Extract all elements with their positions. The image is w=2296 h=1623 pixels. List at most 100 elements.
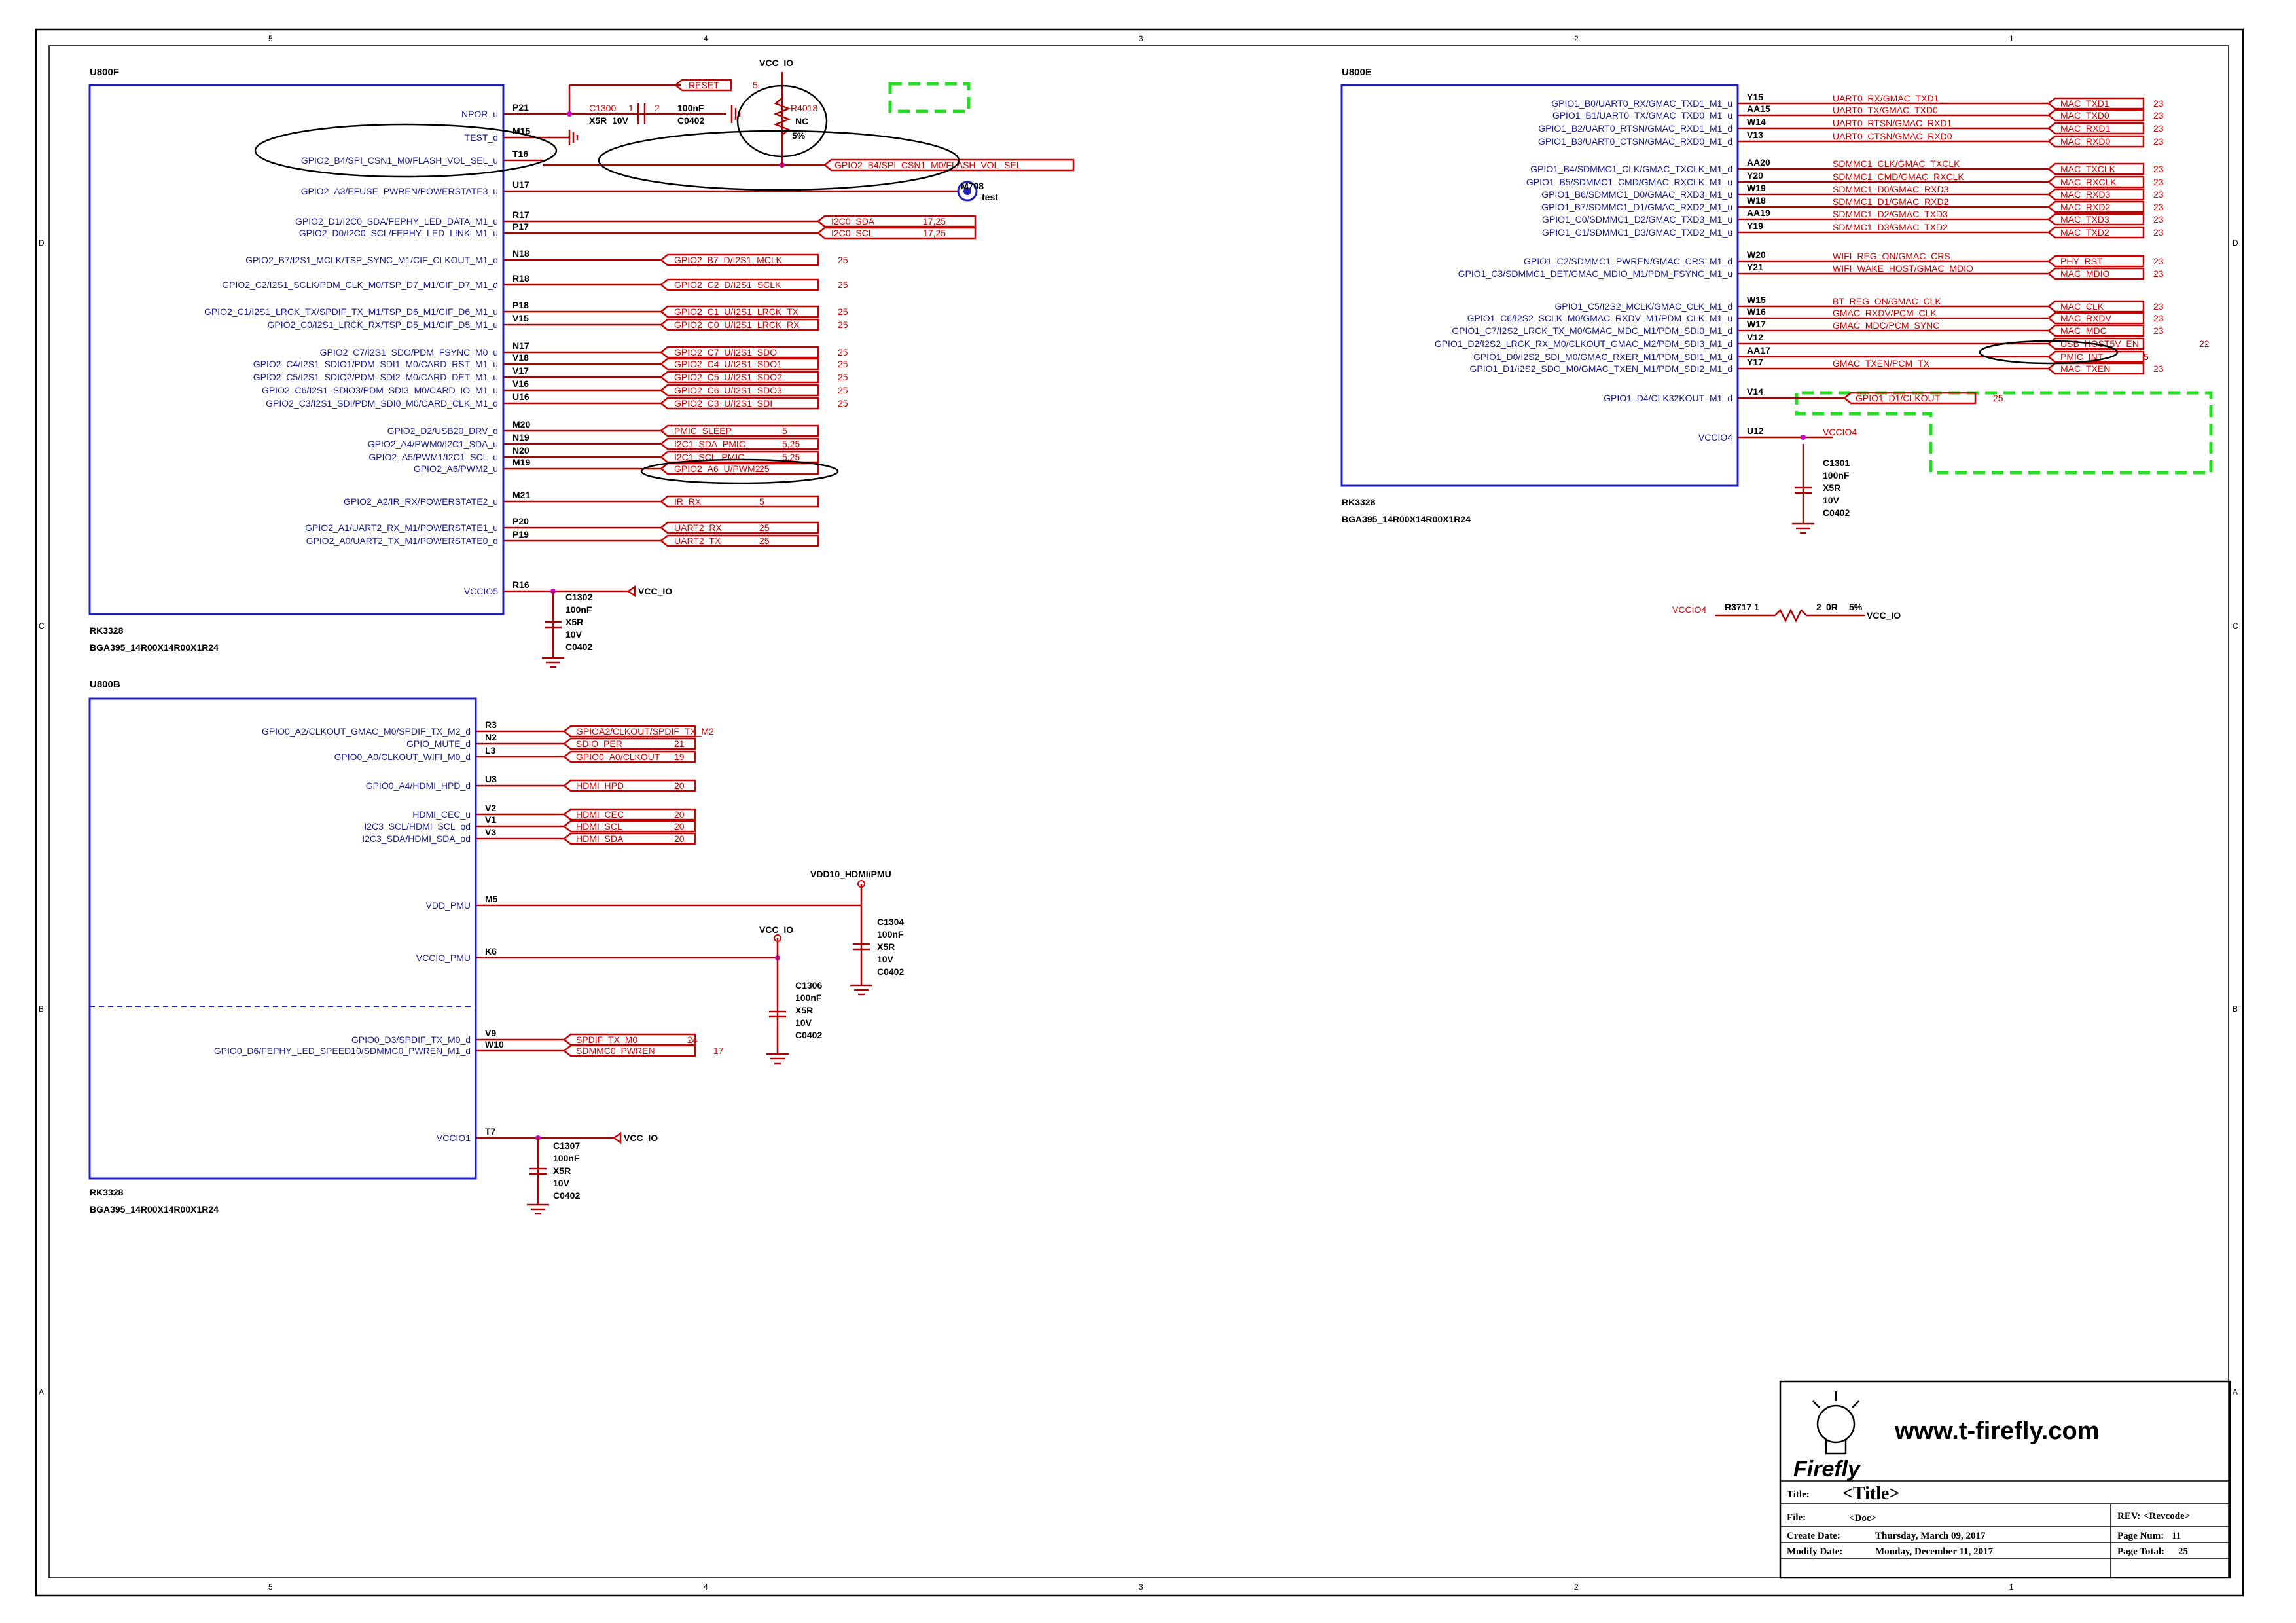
net-flag-icon [562, 832, 696, 845]
rev-value: <Revcode> [2144, 1511, 2190, 1522]
zone-row-label: D [39, 238, 45, 247]
pin-name: GPIO1_C3/SDMMC1_DET/GMAC_MDIO_M1/PDM_FSY… [1458, 268, 1732, 279]
pin-name: VCCIO4 [1698, 432, 1732, 443]
title-label: Title: [1787, 1489, 1810, 1500]
pin-row: GPIO2_C6/I2S1_SDIO3/PDM_SDI3_M0/CARD_IO_… [262, 378, 848, 397]
net-flag-icon [659, 357, 819, 371]
pin-number: U17 [512, 179, 529, 190]
zone-row-label: A [2233, 1387, 2238, 1396]
net-flag-label: PHY_RST [2060, 256, 2103, 266]
pin-number: V12 [1747, 332, 1763, 342]
net-flag-label: MAC_TXD1 [2060, 98, 2109, 109]
pin-name: GPIO2_A3/EFUSE_PWREN/POWERSTATE3_u [301, 186, 498, 196]
pin-name: GPIO1_B7/SDMMC1_D1/GMAC_RXD2_M1_u [1541, 202, 1732, 212]
net-flag-icon [816, 227, 977, 240]
firefly-logo: Firefly [1793, 1391, 1861, 1482]
page-total-label: Page Total: [2117, 1546, 2164, 1557]
net-page-ref: 17 [713, 1046, 724, 1056]
c1302-ref: C1302 [565, 592, 592, 602]
pin-number: N17 [512, 340, 529, 351]
net-flag-icon [659, 384, 819, 397]
net-flag-icon [2047, 267, 2145, 280]
r4018-rail: VCC_IO [759, 58, 793, 68]
annotation-ellipse-test-pin [254, 123, 558, 178]
r4018-value: NC [795, 116, 808, 126]
u800e-body [1340, 84, 1739, 487]
net-label: UART2_RX [674, 522, 723, 533]
pin-number: U16 [512, 392, 529, 402]
zone-col-label: 4 [704, 1582, 708, 1592]
c1302-package: C0402 [565, 642, 592, 652]
net-flag-label: MAC_TXD3 [2060, 214, 2109, 225]
net-label: SPDIF_TX_M0 [576, 1034, 637, 1045]
page-total: 25 [2178, 1546, 2188, 1557]
r3717-pin1: 1 [1754, 602, 1759, 612]
net-label: GPIO2_C2_D/I2S1_SCLK [674, 280, 781, 290]
c1304-rail: VDD10_HDMI/PMU [810, 869, 891, 879]
net-flag-icon [562, 1033, 696, 1046]
annotation-ellipse-usb-host [1979, 340, 2119, 365]
pin-name: GPIO1_C7/I2S2_LRCK_TX_M0/GMAC_MDC_M1/PDM… [1452, 325, 1732, 336]
net-page-ref: 23 [2153, 301, 2164, 312]
u800f-package: BGA395_14R00X14R00X1R24 [90, 642, 219, 653]
inner-border [48, 45, 2229, 1578]
net-page-ref: 23 [2153, 256, 2164, 266]
net-flag-icon [562, 1044, 696, 1057]
pin-number: T16 [512, 149, 528, 159]
pin-number: AA19 [1747, 208, 1770, 218]
pin-number: N2 [485, 732, 497, 742]
m708-ref: M708 [961, 181, 984, 191]
net-page-ref: 25 [838, 385, 848, 395]
u800f-body [88, 84, 505, 615]
net-flag-icon [659, 462, 819, 475]
pin-number: N18 [512, 248, 529, 259]
net-label: SDMMC0_PWREN [576, 1046, 655, 1056]
net-flag-icon [659, 437, 819, 450]
pin-row: GPIO2_A4/PWM0/I2C1_SDA_uN19I2C1_SDA_PMIC… [368, 432, 819, 450]
net-page-ref: 23 [2153, 227, 2164, 238]
pin-name: HDMI_CEC_u [412, 809, 471, 820]
c1301-package: C0402 [1823, 507, 1850, 518]
pin-name: GPIO_MUTE_d [406, 739, 471, 749]
outer-border [35, 28, 2244, 1597]
pin-number: P19 [512, 529, 529, 539]
file-value: <Doc> [1849, 1513, 1876, 1523]
pin-name: GPIO0_A4/HDMI_HPD_d [366, 780, 471, 791]
net-flag-icon [562, 750, 696, 763]
pin-name: VDD_PMU [426, 900, 471, 911]
net-flag-icon [816, 215, 977, 228]
title-block-frame [1779, 1380, 2231, 1579]
company-url[interactable]: www.t-firefly.com [1894, 1417, 2099, 1445]
pin-name: GPIO1_B1/UART0_TX/GMAC_TXD0_M1_u [1552, 110, 1732, 120]
c1301-dielectric: X5R [1823, 483, 1840, 493]
net-label: UART2_TX [674, 536, 721, 546]
vdd10-port [857, 880, 865, 888]
pin-name: VCCIO1 [437, 1133, 471, 1143]
net-label: HDMI_CEC [576, 809, 624, 820]
net-page-ref: 25 [759, 522, 770, 533]
net-label: GMAC_TXEN/PCM_TX [1833, 358, 1929, 369]
pin-name: GPIO1_D2/I2S2_LRCK_RX_M0/CLKOUT_GMAC_M2/… [1435, 338, 1732, 349]
net-page-ref: 23 [2153, 189, 2164, 200]
pin-number: P21 [512, 102, 529, 113]
zone-col-label: 1 [2009, 34, 2014, 43]
net-label: GPIOA2/CLKOUT/SPDIF_TX_M2 [576, 726, 714, 737]
pin-number: V2 [485, 803, 496, 813]
u800b-part: RK3328 [90, 1187, 124, 1197]
zone-col-label: 1 [2009, 1582, 2014, 1592]
net-label: GPIO2_C3_U/I2S1_SDI [674, 398, 772, 409]
net-page-ref: 23 [2153, 136, 2164, 147]
net-flag-icon [2047, 350, 2145, 363]
net-flag-icon [2047, 109, 2145, 122]
c1304-voltage: 10V [877, 954, 894, 964]
pin-number: L3 [485, 745, 496, 756]
net-label: GPIO2_B7_D/I2S1_MCLK [674, 255, 783, 265]
c1300-value: 100nF [677, 103, 704, 113]
pin-name: GPIO0_D3/SPDIF_TX_M0_d [351, 1034, 471, 1045]
